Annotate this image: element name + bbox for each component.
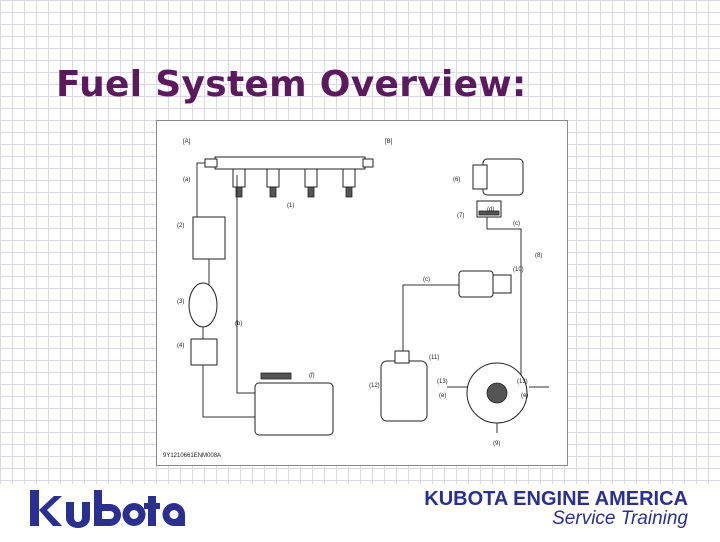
scv-band bbox=[478, 210, 500, 216]
label-9: (9) bbox=[493, 441, 500, 447]
common-rail bbox=[214, 156, 366, 170]
section-a-label: [A] bbox=[183, 139, 191, 145]
label-3: (3) bbox=[177, 299, 184, 305]
pressure-limiter bbox=[458, 270, 494, 298]
label-c-top: (c) bbox=[513, 221, 520, 227]
fuel-tank bbox=[254, 382, 334, 436]
rail-end-right bbox=[362, 158, 374, 168]
supply-pump-upper bbox=[482, 158, 524, 196]
section-b-label: [B] bbox=[385, 139, 393, 145]
fuel-system-diagram: [A] [B] (a) (1) (2) (3) (4) (b) (f) (6) … bbox=[156, 120, 568, 466]
tank-cap bbox=[260, 372, 292, 380]
figure-code: 9Y1210661ENM008A bbox=[163, 453, 221, 459]
line-c-top bbox=[486, 217, 522, 391]
overflow-tank bbox=[380, 360, 428, 422]
pump-hub bbox=[486, 382, 508, 404]
label-13-left: (13) bbox=[437, 379, 448, 385]
label-c-mid: (c) bbox=[423, 277, 430, 283]
line-c-mid bbox=[402, 284, 459, 353]
slide-title: Fuel System Overview: bbox=[56, 64, 527, 105]
label-10: (10) bbox=[513, 267, 524, 273]
label-13-right: (13) bbox=[517, 379, 528, 385]
label-4: (4) bbox=[177, 343, 184, 349]
label-11: (11) bbox=[429, 355, 439, 361]
return-line-b bbox=[236, 175, 255, 394]
pump-valve bbox=[472, 164, 488, 190]
label-2: (2) bbox=[177, 223, 184, 229]
company-name: KUBOTA ENGINE AMERICA bbox=[424, 488, 688, 510]
diagram-drawing: [A] [B] (a) (1) (2) (3) (4) (b) (f) (6) … bbox=[163, 139, 549, 459]
label-6: (6) bbox=[453, 177, 460, 183]
tank-supply-line bbox=[202, 365, 255, 418]
label-e-right: (e) bbox=[521, 393, 528, 399]
label-d: (d) bbox=[487, 207, 494, 213]
label-e-left: (e) bbox=[439, 393, 446, 399]
fuel-filter bbox=[192, 216, 226, 260]
label-f: (f) bbox=[309, 373, 315, 379]
label-a: (a) bbox=[183, 177, 190, 183]
label-1: (1) bbox=[287, 203, 294, 209]
kubota-logo-mark bbox=[30, 490, 185, 528]
label-12: (12) bbox=[369, 383, 380, 389]
overflow-cap bbox=[394, 350, 410, 364]
label-7: (7) bbox=[457, 213, 464, 219]
label-b: (b) bbox=[235, 321, 242, 327]
footer-subtitle: Service Training bbox=[552, 508, 688, 529]
rail-end-left bbox=[204, 158, 218, 168]
limiter-cap bbox=[492, 274, 512, 294]
water-separator bbox=[188, 282, 218, 328]
label-8: (8) bbox=[535, 253, 542, 259]
injectors bbox=[232, 168, 356, 198]
rail-feed-line bbox=[196, 162, 205, 217]
feed-pump bbox=[190, 338, 218, 366]
kubota-logo bbox=[28, 488, 188, 537]
